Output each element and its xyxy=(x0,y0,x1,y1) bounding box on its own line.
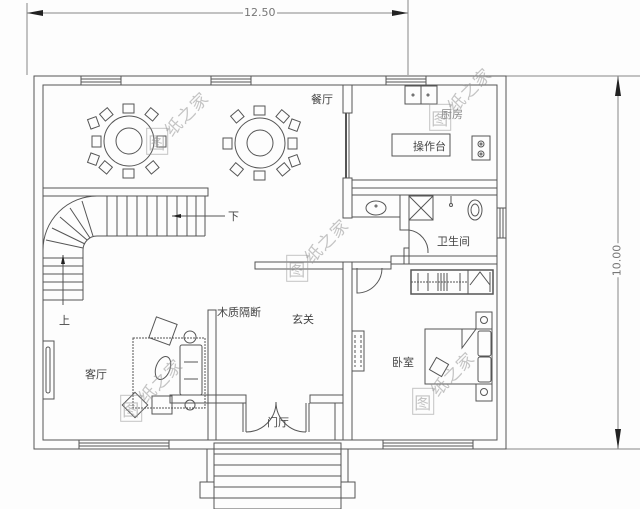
room-label-bedroom: 卧室 xyxy=(392,356,414,369)
bed xyxy=(424,311,493,402)
height-dimension-label: 10.00 xyxy=(610,243,624,278)
shoe-cabinet xyxy=(351,330,365,372)
room-label-wood-partition: 木质隔断 xyxy=(217,306,261,319)
kitchen-sink xyxy=(404,85,438,105)
bathroom-walls xyxy=(351,194,498,265)
foyer-walls xyxy=(169,261,344,404)
entry-steps xyxy=(199,442,356,509)
entry-door xyxy=(245,401,307,433)
sofa-set xyxy=(121,316,206,419)
staircase xyxy=(42,195,225,305)
stove xyxy=(471,135,491,161)
windows xyxy=(78,75,507,450)
stairs-down-label: 下 xyxy=(228,210,239,223)
room-label-prep-counter: 操作台 xyxy=(413,140,446,153)
tv-unit xyxy=(42,340,55,400)
room-label-bathroom: 卫生间 xyxy=(437,235,470,248)
kitchen-wall xyxy=(342,84,497,219)
bedroom-walls xyxy=(342,261,392,441)
prep-counter xyxy=(391,133,451,157)
bathroom-door xyxy=(408,229,429,254)
stairs-up-label: 上 xyxy=(59,314,70,327)
width-dimension-label: 12.50 xyxy=(243,6,277,19)
room-label-foyer: 玄关 xyxy=(292,313,314,326)
dining-table-1 xyxy=(86,103,167,179)
shower xyxy=(408,195,434,221)
room-label-kitchen: 厨房 xyxy=(441,108,463,121)
dining-stair-wall xyxy=(42,187,209,197)
washbasin xyxy=(365,200,387,216)
entry-walls xyxy=(207,394,344,441)
toilet xyxy=(467,199,483,221)
width-dimension xyxy=(26,0,409,75)
room-label-dining: 餐厅 xyxy=(311,93,333,106)
room-label-entry-hall: 门厅 xyxy=(267,416,289,429)
wardrobe xyxy=(410,269,494,295)
dining-table-2 xyxy=(222,105,302,181)
room-label-living: 客厅 xyxy=(85,368,107,381)
